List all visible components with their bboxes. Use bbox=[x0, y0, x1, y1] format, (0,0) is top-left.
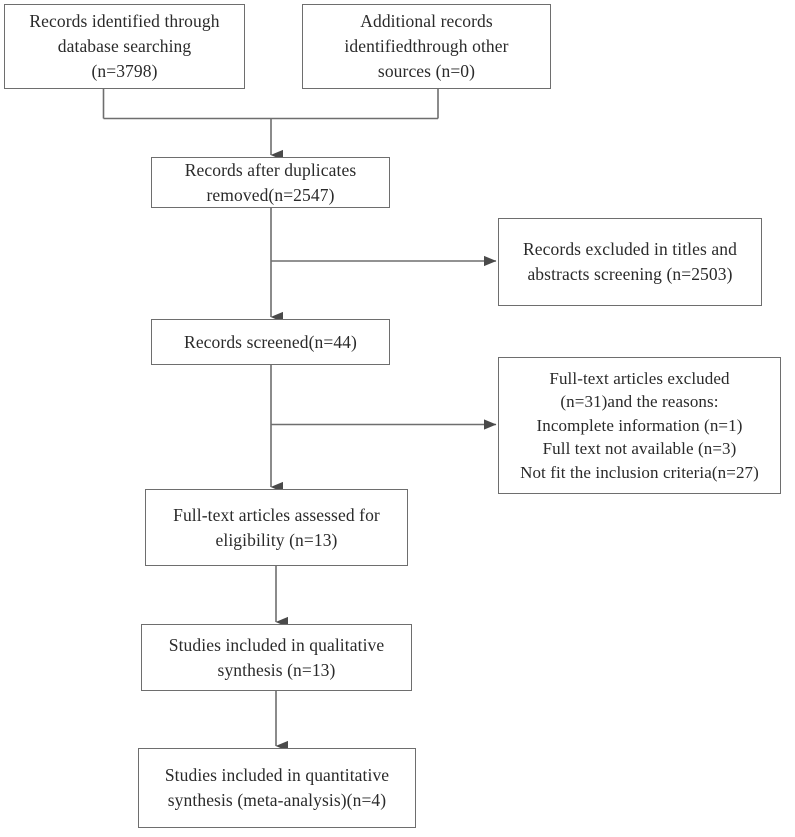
node-line: Records identified through bbox=[29, 11, 220, 32]
node-records-after-duplicates-removed: Records after duplicates removed(n=2547) bbox=[151, 157, 390, 208]
node-line: Not fit the inclusion criteria(n=27) bbox=[520, 462, 759, 482]
node-line: Studies included in quantitative bbox=[164, 765, 390, 786]
node-records-identified-database: Records identified through database sear… bbox=[4, 4, 245, 89]
node-line: synthesis (n=13) bbox=[217, 659, 336, 680]
node-text: Records identified through database sear… bbox=[13, 9, 236, 84]
node-text: Records excluded in titles and abstracts… bbox=[507, 237, 753, 287]
node-line: (n=31)and the reasons: bbox=[560, 392, 719, 412]
node-text: Studies included in quantitative synthes… bbox=[147, 763, 407, 813]
node-text: Studies included in qualitative synthesi… bbox=[150, 633, 403, 683]
node-records-excluded-titles-abstracts: Records excluded in titles and abstracts… bbox=[498, 218, 762, 306]
node-line: Full-text articles assessed for bbox=[173, 504, 380, 525]
node-studies-included-quantitative-synthesis: Studies included in quantitative synthes… bbox=[138, 748, 416, 828]
node-line: identifiedthrough other bbox=[344, 36, 509, 57]
node-line: eligibility (n=13) bbox=[215, 529, 338, 550]
node-line: Additional records bbox=[360, 11, 493, 32]
node-line: database searching bbox=[57, 36, 192, 57]
node-text: Full-text articles excluded (n=31)and th… bbox=[507, 367, 772, 484]
node-fulltext-articles-assessed-eligibility: Full-text articles assessed for eligibil… bbox=[145, 489, 408, 566]
node-line: Full-text articles excluded bbox=[549, 368, 730, 388]
node-line: Records after duplicates bbox=[184, 159, 357, 180]
node-line: Full text not available (n=3) bbox=[542, 439, 737, 459]
node-additional-records-other-sources: Additional records identifiedthrough oth… bbox=[302, 4, 551, 89]
node-line: Records excluded in titles and bbox=[523, 239, 737, 260]
node-records-screened: Records screened(n=44) bbox=[151, 319, 390, 365]
node-line: Studies included in qualitative bbox=[168, 634, 385, 655]
node-studies-included-qualitative-synthesis: Studies included in qualitative synthesi… bbox=[141, 624, 412, 691]
node-line: removed(n=2547) bbox=[206, 184, 335, 205]
node-text: Full-text articles assessed for eligibil… bbox=[154, 503, 399, 553]
node-text: Additional records identifiedthrough oth… bbox=[311, 9, 542, 84]
node-line: sources (n=0) bbox=[377, 60, 476, 81]
node-line: Records screened(n=44) bbox=[184, 331, 357, 352]
node-fulltext-articles-excluded: Full-text articles excluded (n=31)and th… bbox=[498, 357, 781, 494]
node-text: Records screened(n=44) bbox=[160, 330, 381, 355]
node-line: Incomplete information (n=1) bbox=[536, 415, 743, 435]
node-line: abstracts screening (n=2503) bbox=[527, 264, 733, 284]
node-line: (n=3798) bbox=[91, 60, 158, 81]
node-line: synthesis (meta-analysis)(n=4) bbox=[167, 790, 387, 810]
node-text: Records after duplicates removed(n=2547) bbox=[160, 158, 381, 208]
